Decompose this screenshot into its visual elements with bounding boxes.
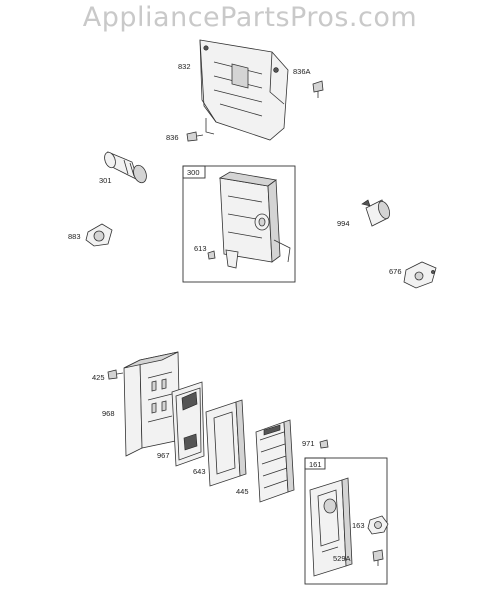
part-643-frame[interactable] <box>205 399 247 487</box>
frame-300 <box>182 165 296 283</box>
label-967: 967 <box>157 451 170 460</box>
part-301-exhaust-pipe[interactable] <box>103 151 149 185</box>
frame-300-tag <box>182 165 206 179</box>
part-968-housing[interactable] <box>123 351 181 457</box>
label-836: 836 <box>166 133 179 142</box>
label-300: 300 <box>187 168 200 177</box>
part-300-muffler[interactable] <box>218 171 291 269</box>
watermark: AppliancePartsPros.com <box>82 2 418 33</box>
label-301: 301 <box>99 176 112 185</box>
label-971: 971 <box>302 439 315 448</box>
frame-161 <box>304 457 388 585</box>
label-836A: 836A <box>293 67 311 76</box>
part-836-screw[interactable] <box>186 131 204 142</box>
part-529A-screw[interactable] <box>372 549 384 566</box>
label-445: 445 <box>236 487 249 496</box>
part-832-heat-shield[interactable] <box>199 39 289 141</box>
part-613-screw[interactable] <box>207 250 216 260</box>
part-445-air-filter[interactable] <box>255 419 295 503</box>
label-425: 425 <box>92 373 105 382</box>
label-883: 883 <box>68 232 81 241</box>
label-968: 968 <box>102 409 115 418</box>
label-613: 613 <box>194 244 207 253</box>
part-994-spark-arrestor[interactable] <box>361 199 392 227</box>
label-643: 643 <box>193 467 206 476</box>
part-883-gasket[interactable] <box>85 223 113 247</box>
part-163-gasket[interactable] <box>367 515 389 535</box>
part-967-screen[interactable] <box>171 381 205 467</box>
label-163: 163 <box>352 521 365 530</box>
label-832: 832 <box>178 62 191 71</box>
frame-161-tag <box>304 457 326 470</box>
part-161-cover[interactable] <box>309 477 353 577</box>
part-676-gasket[interactable] <box>403 261 437 289</box>
part-836A-screw[interactable] <box>312 80 324 98</box>
label-994: 994 <box>337 219 350 228</box>
label-161: 161 <box>309 460 322 469</box>
part-425-screw[interactable] <box>107 369 124 380</box>
label-676: 676 <box>389 267 402 276</box>
part-971-screw[interactable] <box>319 439 329 449</box>
label-529A: 529A <box>333 554 351 563</box>
